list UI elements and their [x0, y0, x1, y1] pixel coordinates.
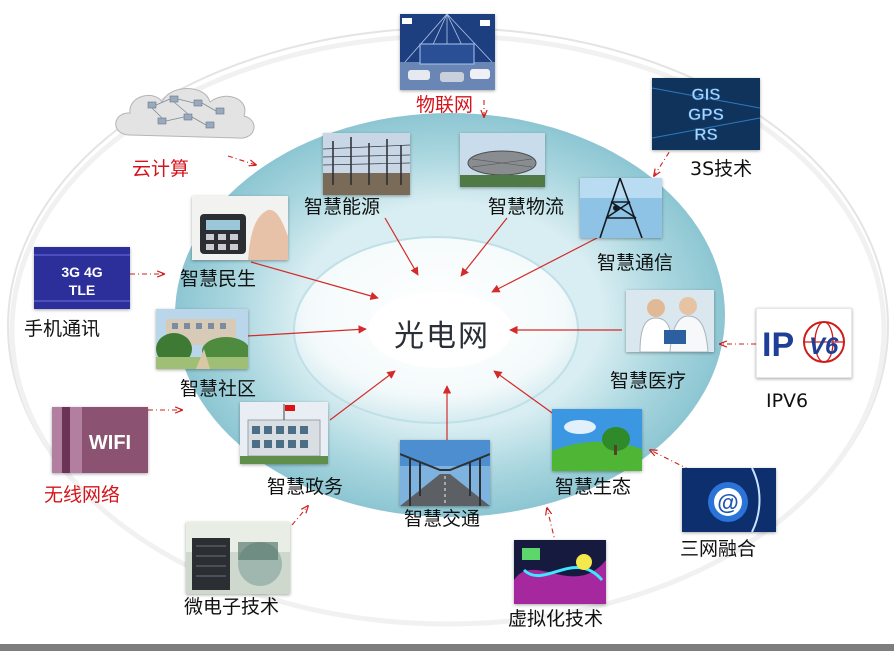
medical-image — [626, 290, 714, 352]
traffic-image — [400, 440, 490, 506]
wifi-image: WIFI — [52, 407, 148, 473]
triple-network-image: @ — [682, 468, 776, 532]
inner-label-traffic: 智慧交通 — [404, 508, 481, 530]
wifi-text: WIFI — [89, 432, 131, 454]
mobile-image: 3G 4G TLE — [34, 247, 130, 309]
outer-label-ipv6: IPV6 — [766, 390, 809, 412]
community-image — [156, 309, 248, 369]
logistics-image — [460, 133, 545, 187]
inner-label-logistics: 智慧物流 — [488, 196, 565, 218]
mobile-gen-text: 3G 4G — [61, 264, 102, 280]
rs-text: RS — [694, 125, 718, 144]
inner-label-community: 智慧社区 — [180, 378, 257, 400]
center-core — [368, 292, 512, 368]
gps-text: GPS — [688, 105, 724, 124]
ipv6-ip-text: IP — [762, 326, 794, 364]
at-symbol: @ — [717, 490, 738, 515]
gis-text: GIS — [691, 85, 720, 104]
telecom-image — [580, 178, 662, 238]
outer-label-cloud: 云计算 — [132, 158, 190, 180]
three-s-image: GIS GPS RS — [652, 78, 760, 150]
government-image — [240, 402, 328, 464]
center-label: 光电网 — [394, 319, 490, 354]
mobile-tle-text: TLE — [69, 282, 95, 298]
livelihood-image — [192, 196, 288, 260]
inner-label-ecology: 智慧生态 — [555, 476, 632, 498]
inner-label-government: 智慧政务 — [267, 476, 344, 498]
outer-label-micro: 微电子技术 — [184, 596, 280, 618]
bottom-border — [0, 644, 894, 651]
virtual-image — [514, 540, 606, 604]
outer-label-mobile: 手机通讯 — [24, 318, 101, 340]
ecology-image — [552, 409, 642, 471]
inner-label-telecom: 智慧通信 — [597, 252, 674, 274]
inner-label-medical: 智慧医疗 — [610, 370, 687, 392]
inner-label-livelihood: 智慧民生 — [180, 268, 257, 290]
outer-label-triple: 三网融合 — [680, 538, 757, 560]
ipv6-v6-text: V6 — [809, 333, 839, 360]
outer-label-iot: 物联网 — [416, 94, 474, 116]
energy-image — [323, 133, 410, 195]
iot-image — [400, 14, 495, 90]
micro-image — [186, 522, 290, 594]
outer-label-wifi: 无线网络 — [44, 484, 121, 506]
inner-label-energy: 智慧能源 — [304, 196, 381, 218]
outer-label-3s: 3S技术 — [690, 158, 753, 180]
cloud-image — [110, 80, 260, 150]
inner-arrows — [246, 217, 622, 442]
outer-label-virtual: 虚拟化技术 — [508, 608, 604, 630]
ipv6-image: IP V6 — [756, 308, 852, 378]
